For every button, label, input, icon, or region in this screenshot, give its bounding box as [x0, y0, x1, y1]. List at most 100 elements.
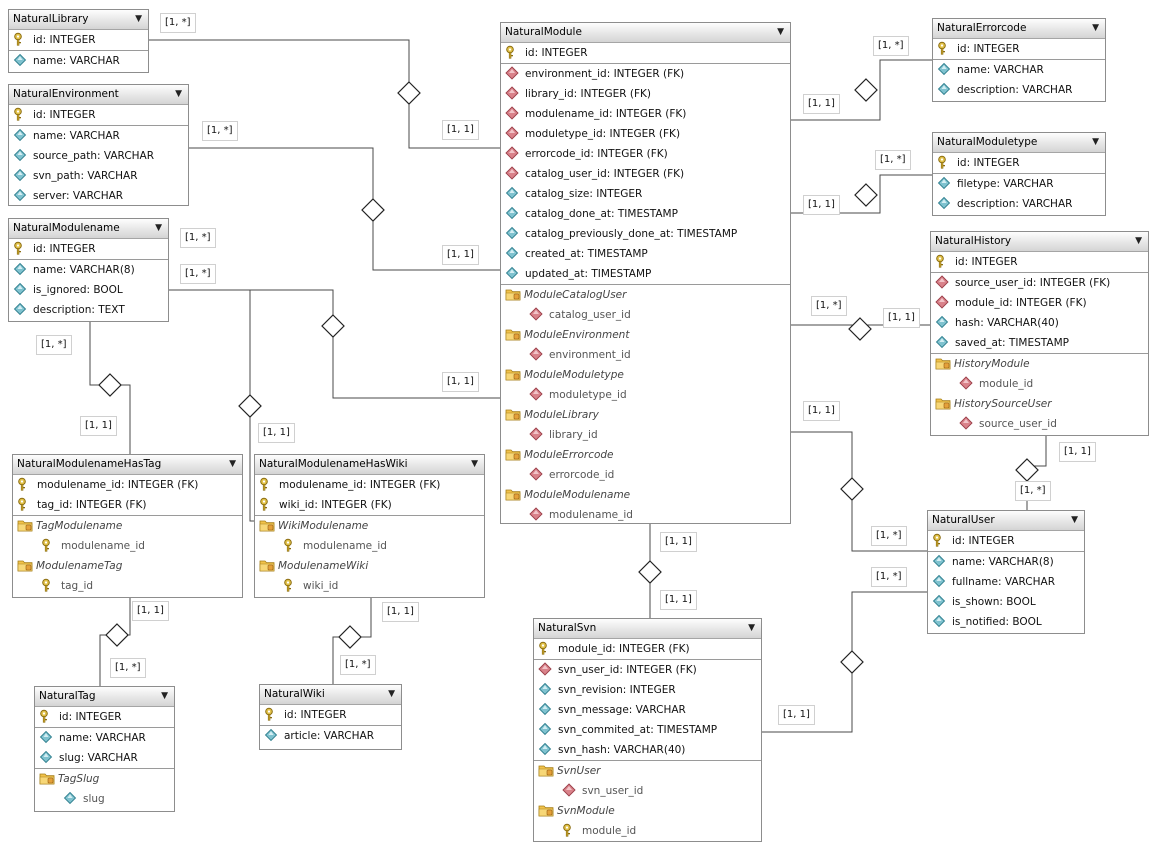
- entity-field: source_path: VARCHAR: [9, 146, 188, 166]
- association-diamond-env-module[interactable]: [361, 198, 385, 222]
- field-label: server: VARCHAR: [33, 190, 124, 202]
- association-diamond-history-module[interactable]: [848, 317, 872, 341]
- field-label: description: TEXT: [33, 304, 125, 316]
- association-diamond-hastag-tag[interactable]: [105, 623, 129, 647]
- field-label: id: INTEGER: [955, 256, 1018, 268]
- relation-item[interactable]: ModulenameTag: [13, 556, 242, 576]
- entity-header[interactable]: NaturalModulenameHasTag▼: [13, 455, 242, 475]
- entity-field: name: VARCHAR: [35, 728, 174, 748]
- association-diamond-modulename-module[interactable]: [321, 314, 345, 338]
- multiplicity-label: [1, *]: [110, 658, 146, 678]
- relation-item[interactable]: SvnUser: [534, 760, 761, 781]
- entity-header[interactable]: NaturalModulenameHasWiki▼: [255, 455, 484, 475]
- chevron-down-icon[interactable]: ▼: [471, 459, 478, 469]
- association-diamond-svn-user[interactable]: [840, 650, 864, 674]
- entity-header[interactable]: NaturalErrorcode▼: [933, 19, 1105, 39]
- relation-label: SvnUser: [557, 765, 601, 777]
- relation-item[interactable]: TagModulename: [13, 515, 242, 536]
- attribute-icon: [13, 262, 27, 276]
- entity-naturalmodulenamehastag[interactable]: NaturalModulenameHasTag▼modulename_id: I…: [12, 454, 243, 598]
- primary-key-icon: [13, 107, 27, 121]
- relation-item[interactable]: TagSlug: [35, 768, 174, 789]
- entity-naturalmodulenamehaswiki[interactable]: NaturalModulenameHasWiki▼modulename_id: …: [254, 454, 485, 598]
- entity-field: fullname: VARCHAR: [928, 572, 1084, 592]
- chevron-down-icon[interactable]: ▼: [1071, 515, 1078, 525]
- field-label: svn_user_id: INTEGER (FK): [558, 664, 697, 676]
- foreign-key-icon: [529, 507, 543, 521]
- chevron-down-icon[interactable]: ▼: [388, 689, 395, 699]
- chevron-down-icon[interactable]: ▼: [1135, 236, 1142, 246]
- entity-field: updated_at: TIMESTAMP: [501, 264, 790, 284]
- relation-folder-icon: [17, 518, 33, 532]
- association-diamond-module-svn[interactable]: [638, 560, 662, 584]
- attribute-icon: [538, 742, 552, 756]
- relation-item[interactable]: ModuleModulename: [501, 485, 790, 505]
- relation-folder-icon: [17, 558, 33, 572]
- multiplicity-label: [1, 1]: [80, 416, 117, 436]
- entity-naturalhistory[interactable]: NaturalHistory▼ id: INTEGER source_user_id…: [930, 231, 1149, 436]
- chevron-down-icon[interactable]: ▼: [161, 691, 168, 701]
- entity-field: svn_path: VARCHAR: [9, 166, 188, 186]
- association-diamond-lib-module[interactable]: [397, 81, 421, 105]
- entity-header[interactable]: NaturalTag▼: [35, 687, 174, 707]
- relation-item[interactable]: ModuleLibrary: [501, 405, 790, 425]
- entity-header[interactable]: NaturalWiki▼: [260, 685, 401, 705]
- chevron-down-icon[interactable]: ▼: [1092, 23, 1099, 33]
- association-diamond-haswiki-wiki[interactable]: [338, 625, 362, 649]
- association-diamond-module-user[interactable]: [840, 477, 864, 501]
- entity-header[interactable]: NaturalModuletype▼: [933, 133, 1105, 153]
- association-diamond-history-user[interactable]: [1015, 458, 1039, 482]
- entity-field: name: VARCHAR: [933, 60, 1105, 80]
- field-label: wiki_id: INTEGER (FK): [279, 499, 392, 511]
- field-label: filetype: VARCHAR: [957, 178, 1054, 190]
- association-diamond-errorcode-module[interactable]: [854, 78, 878, 102]
- entity-header[interactable]: NaturalHistory▼: [931, 232, 1148, 252]
- chevron-down-icon[interactable]: ▼: [175, 89, 182, 99]
- relation-item[interactable]: HistoryModule: [931, 353, 1148, 374]
- entity-header[interactable]: NaturalEnvironment▼: [9, 85, 188, 105]
- chevron-down-icon[interactable]: ▼: [155, 223, 162, 233]
- entity-field: modulename_id: INTEGER (FK): [13, 475, 242, 495]
- attribute-icon: [932, 574, 946, 588]
- chevron-down-icon[interactable]: ▼: [777, 27, 784, 37]
- primary-key-icon: [39, 709, 53, 723]
- association-diamond-modulename-haswiki[interactable]: [238, 394, 262, 418]
- attribute-icon: [505, 246, 519, 260]
- relation-item[interactable]: SvnModule: [534, 801, 761, 821]
- entity-header[interactable]: NaturalModulename▼: [9, 219, 168, 239]
- relation-item[interactable]: ModulenameWiki: [255, 556, 484, 576]
- relation-column-label: source_user_id: [979, 418, 1057, 430]
- relation-item[interactable]: ModuleErrorcode: [501, 445, 790, 465]
- primary-key-icon: [13, 32, 27, 46]
- entity-header[interactable]: NaturalSvn▼: [534, 619, 761, 639]
- attribute-icon: [505, 186, 519, 200]
- relation-folder-icon: [935, 396, 951, 410]
- entity-field: created_at: TIMESTAMP: [501, 244, 790, 264]
- entity-header[interactable]: NaturalModule▼: [501, 23, 790, 43]
- association-diamond-modulename-hastag[interactable]: [98, 373, 122, 397]
- relation-item[interactable]: ModuleCatalogUser: [501, 284, 790, 305]
- chevron-down-icon[interactable]: ▼: [748, 623, 755, 633]
- chevron-down-icon[interactable]: ▼: [1092, 137, 1099, 147]
- entity-naturalsvn[interactable]: NaturalSvn▼module_id: INTEGER (FK)svn_us…: [533, 618, 762, 842]
- entity-title: NaturalUser: [932, 514, 995, 526]
- relation-item[interactable]: ModuleModuletype: [501, 365, 790, 385]
- association-diamond-moduletype-module[interactable]: [854, 183, 878, 207]
- chevron-down-icon[interactable]: ▼: [135, 14, 142, 24]
- chevron-down-icon[interactable]: ▼: [229, 459, 236, 469]
- entity-header[interactable]: NaturalUser ▼: [928, 511, 1084, 531]
- relation-item[interactable]: HistorySourceUser: [931, 394, 1148, 414]
- entity-header[interactable]: NaturalLibrary▼: [9, 10, 148, 30]
- relation-item[interactable]: ModuleEnvironment: [501, 325, 790, 345]
- relation-item[interactable]: WikiModulename: [255, 515, 484, 536]
- field-label: source_user_id: INTEGER (FK): [955, 277, 1111, 289]
